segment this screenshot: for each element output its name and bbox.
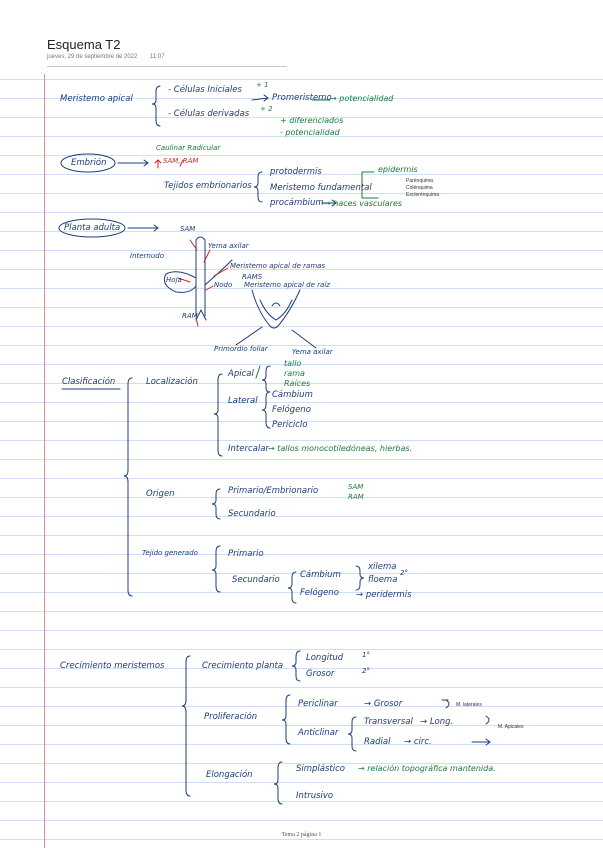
note-simplastico: Simplástico [296, 764, 345, 774]
note-sam: SAM [180, 225, 196, 233]
note-protodermis: protodermis [270, 167, 322, 177]
note-felogeno-2: Felógeno [300, 588, 339, 598]
note-long: → Long. [420, 717, 454, 727]
note-tallo: tallo [284, 359, 302, 368]
page-footer: Tema 2 página 1 [281, 832, 322, 838]
note-elongacion: Elongación [206, 770, 253, 780]
note-uno-a: 1° [362, 651, 370, 659]
note-diferenciados: + diferenciados [280, 116, 344, 125]
note-m-apicales: M. Apicales [498, 724, 524, 730]
note-epidermis: epidermis [378, 165, 418, 174]
header-area [0, 0, 603, 74]
note-procambium: procámbium [270, 198, 324, 208]
note-ram: RAM [182, 312, 198, 320]
note-origen: Origen [146, 489, 175, 499]
margin-line [44, 0, 45, 848]
note-dos-sup: 2° [400, 569, 408, 577]
note-radial: Radial [364, 737, 391, 747]
note-transversal: Transversal [364, 717, 413, 727]
note-crecimiento-meristemos: Crecimiento meristemos [60, 661, 165, 671]
note-potencialidad-1: → potencialidad [330, 94, 394, 103]
note-m-laterales: M. laterales [456, 702, 482, 708]
note-proliferacion: Proliferación [204, 712, 258, 722]
note-primario: Primario [228, 549, 264, 559]
note-cambium-1: Cámbium [272, 390, 313, 400]
note-rama: rama [284, 369, 305, 378]
note-esclerenquima: Esclerénquima [406, 192, 440, 198]
note-secundario-2: Secundario [232, 575, 280, 585]
note-simplastico-nota: → relación topográfica mantenida. [358, 764, 496, 773]
note-floema: floema [368, 575, 398, 585]
note-yema-axilar-1: Yema axilar [208, 242, 249, 250]
note-primordio-foliar: Primordio foliar [214, 345, 268, 353]
note-hoja: Hoja [166, 276, 182, 284]
note-ramas: RAMS [242, 273, 263, 281]
note-meristemo-raiz: Meristemo apical de raíz [244, 281, 330, 289]
note-peridermis: → peridermis [356, 590, 412, 600]
page-title: Esquema T2 [47, 37, 121, 52]
note-planta-adulta: Planta adulta [64, 223, 121, 233]
note-sam-2: SAM [348, 483, 364, 491]
note-mas-1: + 1 [256, 81, 269, 89]
note-colenquima: Colénquima [406, 185, 433, 191]
note-parenquima: Parénquima [406, 178, 433, 184]
note-celulas-iniciales: - Células Iniciales [168, 85, 242, 95]
note-lateral: Lateral [228, 396, 258, 406]
note-apical: Apical [228, 369, 254, 379]
note-nodo: Nodo [214, 281, 233, 289]
note-secundario-1: Secundario [228, 509, 276, 519]
note-meristemo-fundamental: Meristemo fundamental [270, 183, 372, 193]
note-tejidos-embrionarios: Tejidos embrionarios [164, 181, 252, 191]
note-intrusivo: Intrusivo [296, 791, 334, 801]
note-meristemo-ramas: Meristemo apical de ramas [230, 262, 326, 270]
note-primario-embrionario: Primario/Embrionario [228, 486, 319, 496]
note-raices: Raíces [284, 379, 311, 388]
note-cambium-2: Cámbium [300, 570, 341, 580]
note-dos-a: 2° [362, 667, 370, 675]
note-periciclo: Periciclo [272, 420, 308, 430]
page-time: 11:07 [150, 54, 165, 60]
note-intercalar-nota: → tallos monocotiledóneas, hierbas. [268, 444, 413, 453]
note-promeristemo: Promeristemo [272, 93, 332, 103]
note-sam-ram: SAM, RAM [163, 157, 199, 165]
note-xilema: xilema [368, 562, 397, 572]
note-periclinar: Periclinar [298, 699, 338, 709]
note-crecimiento-planta: Crecimiento planta [202, 661, 284, 671]
note-haces-vasculares: → haces vasculares [324, 199, 403, 208]
note-longitud: Longitud [306, 653, 344, 663]
note-celulas-derivadas: - Células derivadas [168, 109, 250, 119]
note-grosor: Grosor [306, 669, 335, 679]
note-grosor-flecha: → Grosor [364, 699, 403, 709]
note-tejido-generado: Tejido generado [142, 549, 198, 557]
note-localizacion: Localización [146, 377, 198, 387]
note-anticlinar: Anticlinar [298, 728, 339, 738]
note-felogeno-1: Felógeno [272, 405, 311, 415]
note-mas-2: + 2 [260, 105, 273, 113]
note-meristemo-apical: Meristemo apical [60, 94, 133, 104]
note-clasificacion: Clasificación [62, 377, 116, 387]
note-ram-2: RAM [348, 493, 364, 501]
note-circ: → circ. [404, 737, 432, 747]
note-yema-axilar-2: Yema axilar [292, 348, 333, 356]
note-caulinar-radicular: Caulinar Radicular [156, 144, 221, 152]
note-internudo: Internudo [130, 252, 165, 260]
note-potencialidad-2: - potencialidad [280, 128, 340, 137]
note-embrion: Embrión [71, 158, 107, 168]
header-rule [47, 66, 287, 67]
note-intercalar: Intercalar [228, 444, 269, 454]
page-date: jueves, 29 de septiembre de 2022 [47, 54, 138, 60]
